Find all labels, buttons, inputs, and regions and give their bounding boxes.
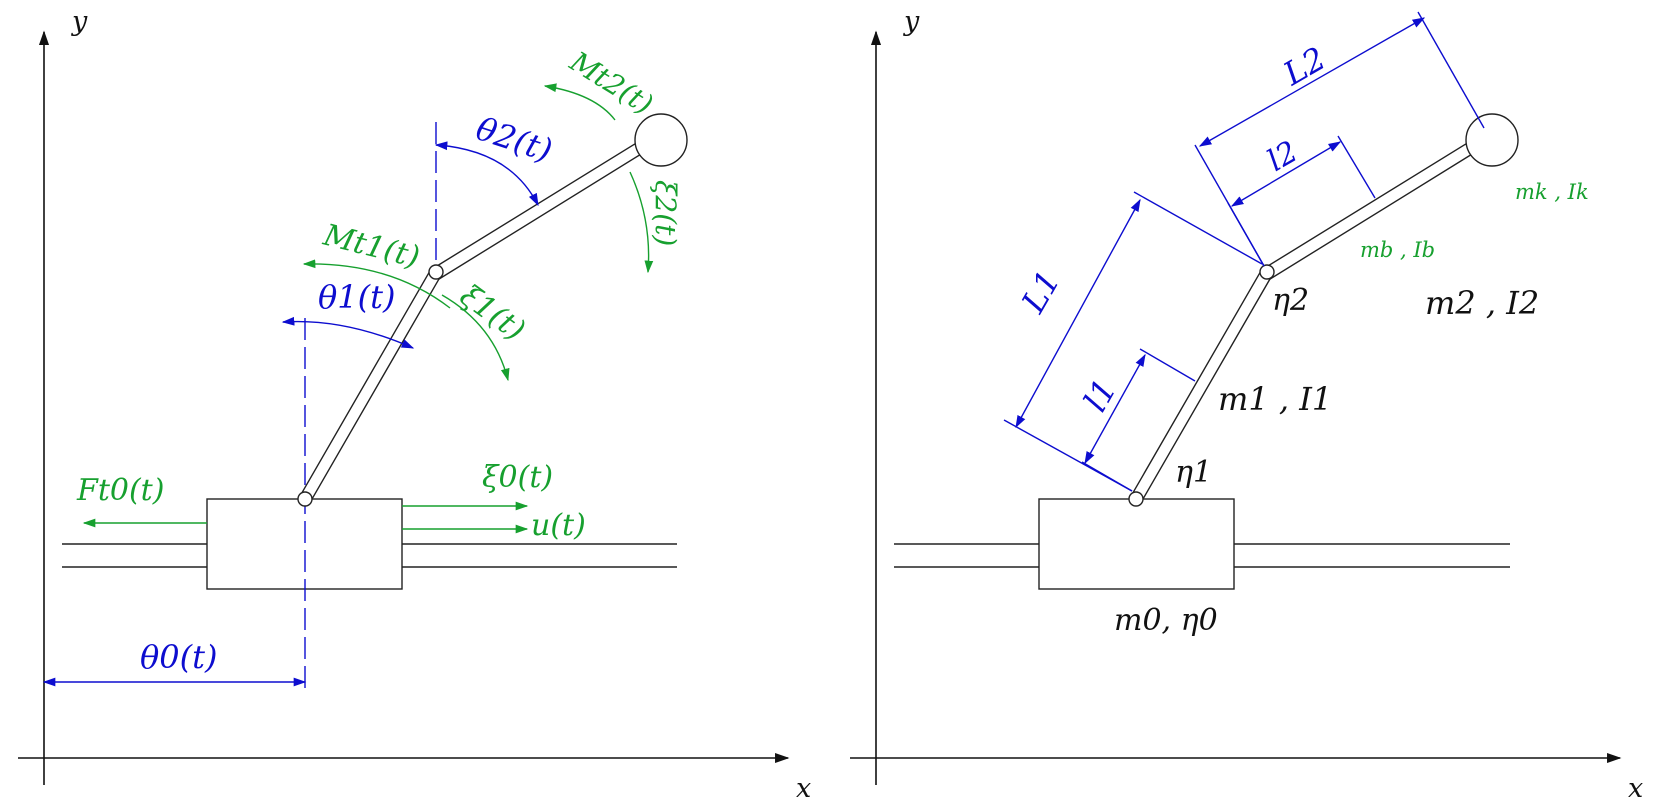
theta1-label: θ1(t) [318, 278, 395, 316]
xi0-label: ξ0(t) [482, 460, 553, 495]
theta2-arc [434, 141, 539, 207]
xi1-label: ξ1(t) [453, 278, 531, 348]
left-joint-2 [428, 264, 444, 280]
u-label: u(t) [531, 508, 586, 543]
left-tip-mass [634, 113, 688, 167]
m2-I2-label: m2 , I2 [1425, 284, 1539, 322]
mt1-label: Mt1(t) [319, 218, 423, 276]
right-rail [894, 543, 1510, 568]
eta2-label: η2 [1272, 283, 1309, 318]
mk-Ik-label: mk , Ik [1515, 180, 1589, 204]
m0-eta0-label: m0, η0 [1114, 603, 1218, 638]
mt1-moment-arc [302, 259, 451, 309]
left-joint-1 [297, 491, 313, 507]
mb-Ib-label: mb , Ib [1360, 238, 1435, 262]
l2-dimension [1227, 135, 1376, 267]
eta1-label: η1 [1175, 455, 1212, 490]
left-x-axis-label: x [796, 773, 811, 804]
theta2-label: θ2(t) [472, 109, 557, 169]
right-x-axis-label: x [1628, 773, 1643, 804]
l2-label: l2 [1262, 134, 1304, 179]
xi1-arc [441, 294, 510, 382]
right-y-axis-label: y [903, 6, 920, 37]
right-joint-1 [1128, 491, 1144, 507]
xi2-label: ξ2(t) [649, 180, 682, 246]
xi2-arc [629, 171, 654, 274]
right-cart [1038, 498, 1235, 590]
right-panel: y x m0, η0 L1 [850, 6, 1643, 804]
left-panel: y x θ0(t) Ft0(t) ξ0(t) u(t) [18, 6, 811, 804]
left-rail [62, 543, 677, 568]
right-joint-2 [1259, 264, 1275, 280]
theta1-arc [281, 316, 415, 349]
l1-label: l1 [1076, 373, 1124, 418]
left-y-axis-label: y [71, 6, 88, 37]
L1-label: L1 [1014, 264, 1068, 320]
force-label: Ft0(t) [76, 473, 164, 508]
l1-dimension [1081, 348, 1196, 492]
mt2-moment-arc [543, 83, 616, 121]
L2-label: L2 [1276, 39, 1332, 93]
mt2-label: Mt2(t) [563, 44, 658, 121]
m1-I1-label: m1 , I1 [1218, 380, 1332, 418]
theta0-label: θ0(t) [140, 638, 217, 676]
right-tip-mass [1465, 113, 1519, 167]
